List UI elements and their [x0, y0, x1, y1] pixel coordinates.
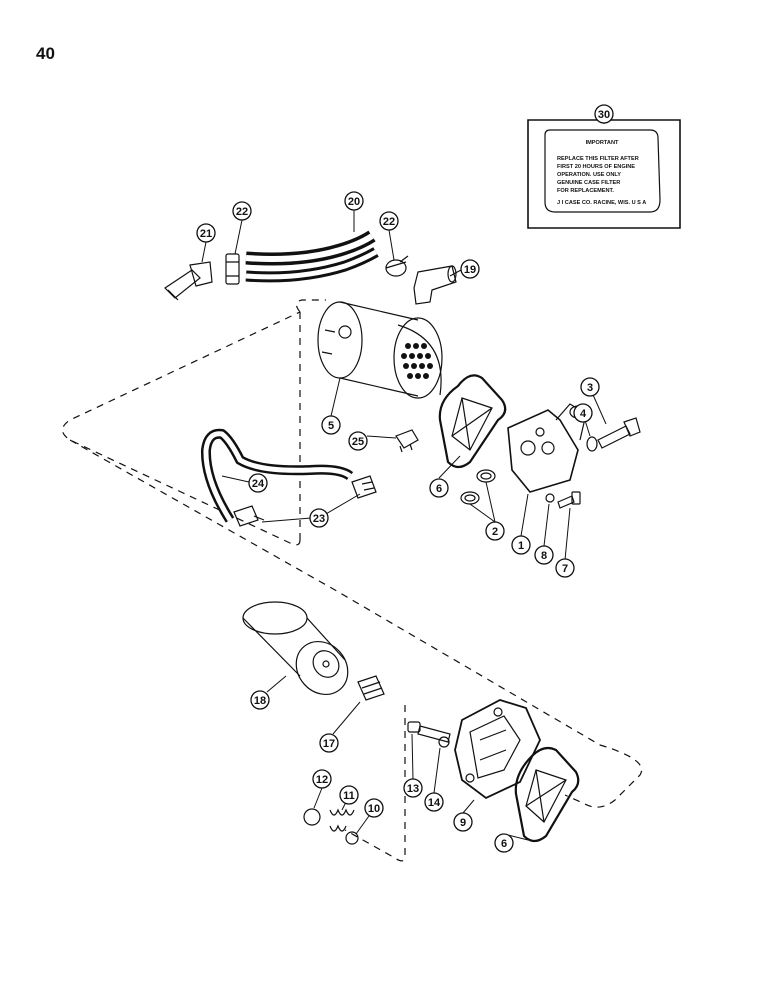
- callout-17: 17: [319, 733, 339, 753]
- svg-text:22: 22: [236, 206, 248, 218]
- callout-19: 19: [460, 259, 480, 279]
- callout-10: 10: [364, 798, 384, 818]
- filter-decal-label: [527, 119, 681, 229]
- svg-text:18: 18: [254, 695, 266, 707]
- svg-text:14: 14: [428, 797, 441, 809]
- callout-2: 2: [485, 521, 505, 541]
- relief-plug: [345, 831, 359, 845]
- svg-text:19: 19: [464, 264, 476, 276]
- callout-7: 7: [555, 558, 575, 578]
- callout-14: 14: [424, 792, 444, 812]
- callouts: 30 20 22 22 21 19 5 6 25 24 23 2 1 8 7 3…: [196, 104, 614, 853]
- callout-1: 1: [511, 535, 531, 555]
- callout-20: 20: [344, 191, 364, 211]
- decal-text-block: IMPORTANT REPLACE THIS FILTER AFTER FIRS…: [557, 140, 646, 206]
- callout-22-upper-left: 22: [232, 201, 252, 221]
- decal-line-4: GENUINE CASE FILTER: [557, 180, 620, 186]
- spin-on-oil-filter: [242, 601, 349, 696]
- svg-text:13: 13: [407, 783, 419, 795]
- relief-spring: [329, 808, 355, 832]
- callout-23: 23: [309, 508, 329, 528]
- svg-text:17: 17: [323, 738, 335, 750]
- elbow-fitting: [164, 261, 213, 301]
- svg-text:20: 20: [348, 196, 360, 208]
- svg-text:2: 2: [492, 526, 498, 538]
- lock-washer: [586, 436, 598, 452]
- svg-text:5: 5: [328, 420, 334, 432]
- tube-fittings: [233, 475, 377, 527]
- callout-4: 4: [573, 403, 593, 423]
- relief-ball: [303, 808, 321, 826]
- callout-3: 3: [580, 377, 600, 397]
- hose-clamp: [385, 255, 409, 277]
- callout-24: 24: [248, 473, 268, 493]
- decal-footer: J I CASE CO. RACINE, WIS. U S A: [557, 200, 646, 206]
- svg-text:7: 7: [562, 563, 568, 575]
- callout-22-upper-right: 22: [379, 211, 399, 231]
- base-bolt: [407, 721, 451, 743]
- oil-hose: [245, 230, 379, 283]
- page-number: 40: [36, 44, 55, 63]
- svg-text:23: 23: [313, 513, 325, 525]
- callout-12: 12: [312, 769, 332, 789]
- filter-housing: [317, 301, 443, 399]
- callout-21: 21: [196, 223, 216, 243]
- svg-text:1: 1: [518, 540, 524, 552]
- hose-connector-sleeve: [225, 253, 240, 285]
- cap-screw: [557, 491, 581, 509]
- svg-text:11: 11: [343, 790, 355, 802]
- adapter-bolt: [597, 417, 641, 449]
- oil-tube: [200, 428, 354, 523]
- svg-text:30: 30: [598, 109, 610, 121]
- lower-group-dashed-outline: [69, 439, 643, 862]
- decal-line-5: FOR REPLACEMENT.: [557, 188, 614, 194]
- small-washer: [545, 493, 555, 503]
- svg-text:21: 21: [200, 228, 212, 240]
- callout-11: 11: [339, 785, 359, 805]
- callout-8: 8: [534, 545, 554, 565]
- decal-line-3: OPERATION. USE ONLY: [557, 172, 621, 178]
- filter-adapter: [507, 403, 587, 493]
- svg-text:12: 12: [316, 774, 328, 786]
- relief-fitting: [395, 429, 419, 453]
- svg-text:8: 8: [541, 550, 547, 562]
- base-washer: [438, 736, 450, 748]
- callout-30: 30: [594, 104, 614, 124]
- svg-text:6: 6: [436, 483, 442, 495]
- decal-line-1: REPLACE THIS FILTER AFTER: [557, 156, 639, 162]
- callout-18: 18: [250, 690, 270, 710]
- callout-leaders: [201, 118, 607, 841]
- svg-text:6: 6: [501, 838, 507, 850]
- svg-text:9: 9: [460, 817, 466, 829]
- callout-9: 9: [453, 812, 473, 832]
- callout-25: 25: [348, 431, 368, 451]
- filter-base: [454, 699, 541, 800]
- callout-5: 5: [321, 415, 341, 435]
- svg-text:3: 3: [587, 382, 593, 394]
- gasket-lower: [514, 746, 580, 843]
- tee-fitting: [413, 265, 457, 305]
- svg-text:4: 4: [580, 408, 587, 420]
- filter-nipple: [357, 675, 385, 701]
- gasket-upper: [438, 374, 507, 469]
- callout-13: 13: [403, 778, 423, 798]
- decal-line-2: FIRST 20 HOURS OF ENGINE: [557, 164, 635, 170]
- upper-group-dashed-outline: [61, 299, 326, 546]
- callout-6-lower: 6: [494, 833, 514, 853]
- callout-6-upper: 6: [429, 478, 449, 498]
- decal-heading: IMPORTANT: [586, 140, 619, 146]
- svg-text:25: 25: [352, 436, 364, 448]
- svg-text:22: 22: [383, 216, 395, 228]
- svg-text:10: 10: [368, 803, 380, 815]
- svg-text:24: 24: [252, 478, 265, 490]
